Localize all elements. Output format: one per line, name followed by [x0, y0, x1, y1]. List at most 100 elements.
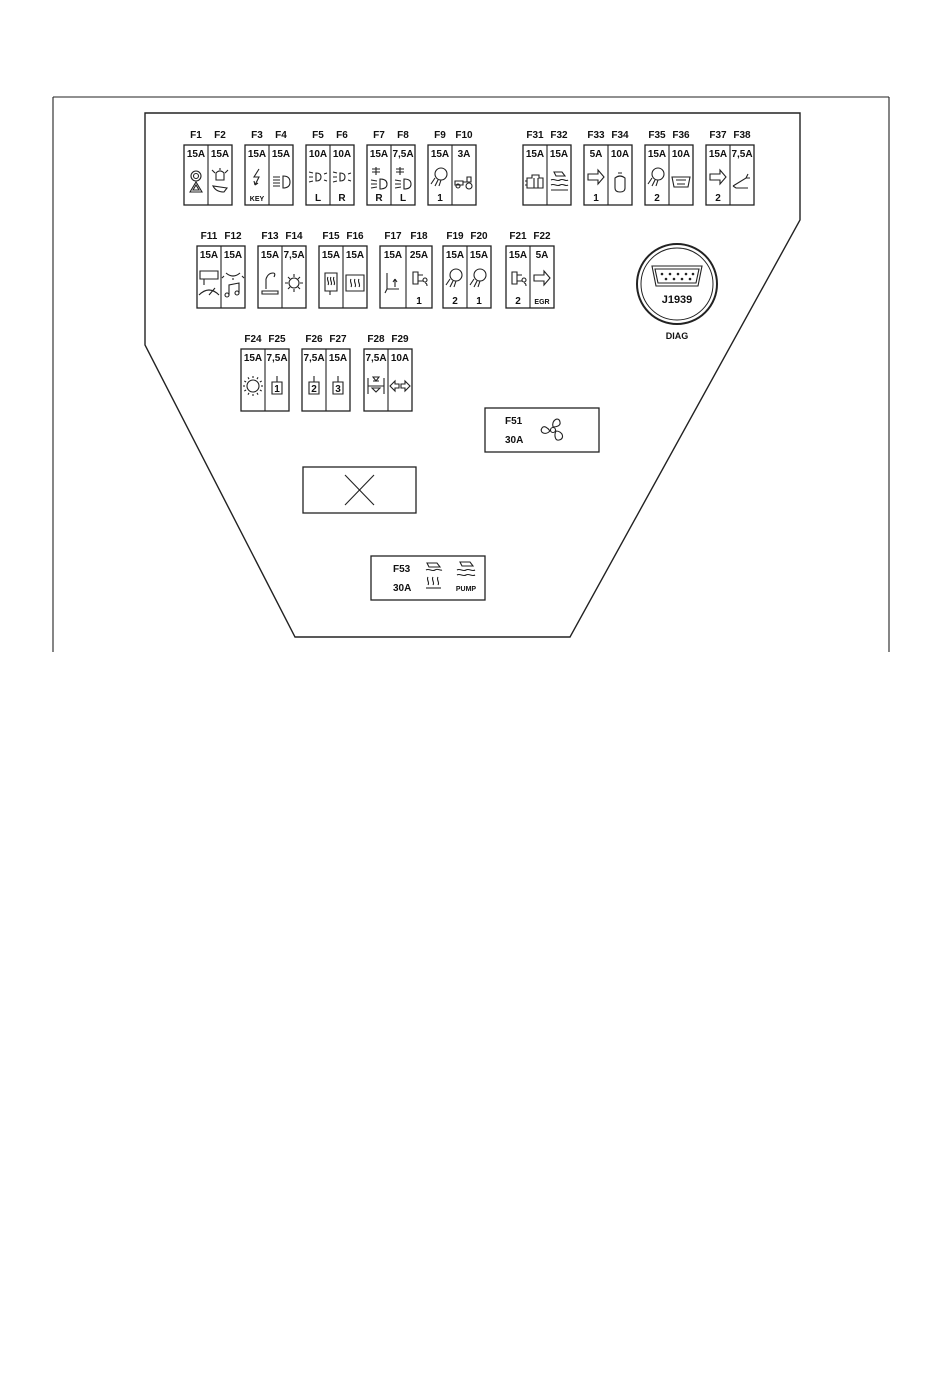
work-light-icon: [430, 167, 448, 187]
fuse-f24[interactable]: F24: [244, 334, 262, 345]
svg-text:1: 1: [274, 384, 280, 395]
fuse-sublabel: 2: [654, 193, 660, 204]
fuse-f21[interactable]: F21: [509, 231, 527, 242]
fuse-f14[interactable]: F14: [285, 231, 303, 242]
fuse-f20[interactable]: F20: [470, 231, 488, 242]
fuse-f5[interactable]: F5: [312, 130, 324, 141]
fuse-label: F11: [201, 231, 218, 242]
fuse-label: F9: [434, 130, 446, 141]
fuse-label: F13: [261, 231, 279, 242]
wiper-icon: [198, 270, 220, 296]
fuse-amperage: 10A: [309, 149, 327, 160]
rear-defrost-icon: [345, 274, 365, 292]
axle-icon: [367, 376, 385, 394]
fuse-f33[interactable]: F33: [587, 130, 605, 141]
fuse-f7[interactable]: F7: [373, 130, 385, 141]
fuse-f12[interactable]: F12: [224, 231, 242, 242]
fuse-f11[interactable]: F11: [201, 231, 218, 242]
fuse-f36[interactable]: F36: [672, 130, 690, 141]
fuse-f38[interactable]: F38: [733, 130, 751, 141]
power-icon: [253, 168, 260, 186]
fuse-f9[interactable]: F9: [434, 130, 446, 141]
fuse-amperage: 15A: [526, 149, 544, 160]
diag-connector[interactable]: J1939: [636, 243, 718, 325]
work-light-icon: [445, 268, 463, 288]
fuse-amperage: 10A: [333, 149, 351, 160]
fuse-f19[interactable]: F19: [446, 231, 464, 242]
fuse-label: F17: [384, 231, 402, 242]
fuse-f6[interactable]: F6: [336, 130, 348, 141]
cigarette-lighter-icon: [261, 272, 279, 295]
fuse-f35[interactable]: F35: [648, 130, 666, 141]
module-1-icon: 1: [271, 376, 283, 395]
fuse-f15[interactable]: F15: [322, 231, 340, 242]
fuse-f8[interactable]: F8: [397, 130, 409, 141]
fuse-f32[interactable]: F32: [550, 130, 568, 141]
fuse-label: F31: [526, 130, 544, 141]
fuse-f13[interactable]: F13: [261, 231, 279, 242]
fuse-amperage: 15A: [384, 250, 402, 261]
tractor-trailer-icon: [454, 176, 473, 190]
fuse-f28[interactable]: F28: [367, 334, 385, 345]
fuse-amperage: 7,5A: [365, 353, 386, 364]
fuse-label: F26: [305, 334, 323, 345]
fuse-sublabel: L: [400, 193, 406, 204]
fuse-label: F34: [611, 130, 629, 141]
engine-water-icon: [550, 171, 569, 191]
fuse-f31[interactable]: F31: [526, 130, 544, 141]
fuse-label: F33: [587, 130, 605, 141]
fuse-f34[interactable]: F34: [611, 130, 629, 141]
fuse-amperage: 5A: [536, 250, 549, 261]
fuse-amperage: 15A: [244, 353, 262, 364]
fuse-f22[interactable]: F22: [533, 231, 551, 242]
fuse-amperage: 15A: [370, 149, 388, 160]
fuse-f27[interactable]: F27: [329, 334, 347, 345]
fuse-amperage: 15A: [211, 149, 229, 160]
fuse-f37[interactable]: F37: [709, 130, 727, 141]
fuse-label: F8: [397, 130, 409, 141]
fuse-label: F5: [312, 130, 324, 141]
fuse-f2[interactable]: F2: [214, 130, 226, 141]
fuse-f16[interactable]: F16: [346, 231, 364, 242]
fuse-label: F6: [336, 130, 348, 141]
fuse-amperage: 7,5A: [731, 149, 752, 160]
fuse-sublabel: 1: [476, 296, 482, 307]
fuse-amperage: 15A: [224, 250, 242, 261]
module-3-icon: 3: [332, 376, 344, 395]
fuse-f51[interactable]: F51 30A: [484, 407, 600, 453]
fuse-amperage: 10A: [611, 149, 629, 160]
sensor-arrow-icon: [587, 168, 605, 186]
fuse-amperage: 15A: [187, 149, 205, 160]
fuse-f18[interactable]: F18: [410, 231, 428, 242]
fuse-label: F37: [709, 130, 727, 141]
interior-light-music-icon: [221, 272, 245, 298]
fuse-f17[interactable]: F17: [384, 231, 402, 242]
fuse-amperage: 7,5A: [283, 250, 304, 261]
rear-light-icon: [412, 271, 428, 287]
fuse-f4[interactable]: F4: [275, 130, 287, 141]
fuse-f51-id: F51: [505, 416, 523, 427]
fuse-sublabel: EGR: [534, 299, 549, 306]
side-light-icon: [308, 171, 328, 183]
fuse-f1[interactable]: F1: [190, 130, 202, 141]
fuse-label: F2: [214, 130, 226, 141]
fuse-f29[interactable]: F29: [391, 334, 409, 345]
fuse-label: F24: [244, 334, 262, 345]
fuse-f53-amp: 30A: [393, 583, 411, 594]
fuse-amperage: 15A: [329, 353, 347, 364]
fog-light-icon: [370, 167, 388, 190]
fuse-f3[interactable]: F3: [251, 130, 263, 141]
fuse-sublabel: 1: [593, 193, 599, 204]
fuse-f25[interactable]: F25: [268, 334, 286, 345]
fuse-sublabel: 2: [715, 193, 721, 204]
fuse-amperage: 10A: [391, 353, 409, 364]
sensor-arrow-icon: [709, 168, 727, 186]
fuse-f53[interactable]: F53 30A PUMP: [370, 555, 486, 601]
fuse-sublabel: 1: [437, 193, 443, 204]
fuse-label: F14: [285, 231, 303, 242]
fuse-f26[interactable]: F26: [305, 334, 323, 345]
horn-icon: [614, 172, 626, 193]
pedal-icon: [732, 173, 750, 189]
fuse-f10[interactable]: F10: [455, 130, 473, 141]
fuse-amperage: 15A: [346, 250, 364, 261]
